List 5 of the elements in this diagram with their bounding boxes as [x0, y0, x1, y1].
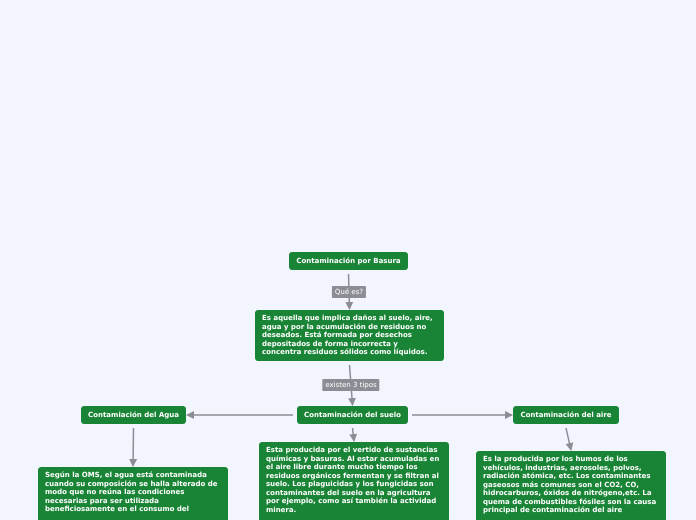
arrow — [129, 428, 138, 467]
arrow — [412, 411, 513, 419]
arrow — [349, 428, 358, 442]
arrow — [186, 411, 293, 419]
arrow — [565, 428, 574, 451]
